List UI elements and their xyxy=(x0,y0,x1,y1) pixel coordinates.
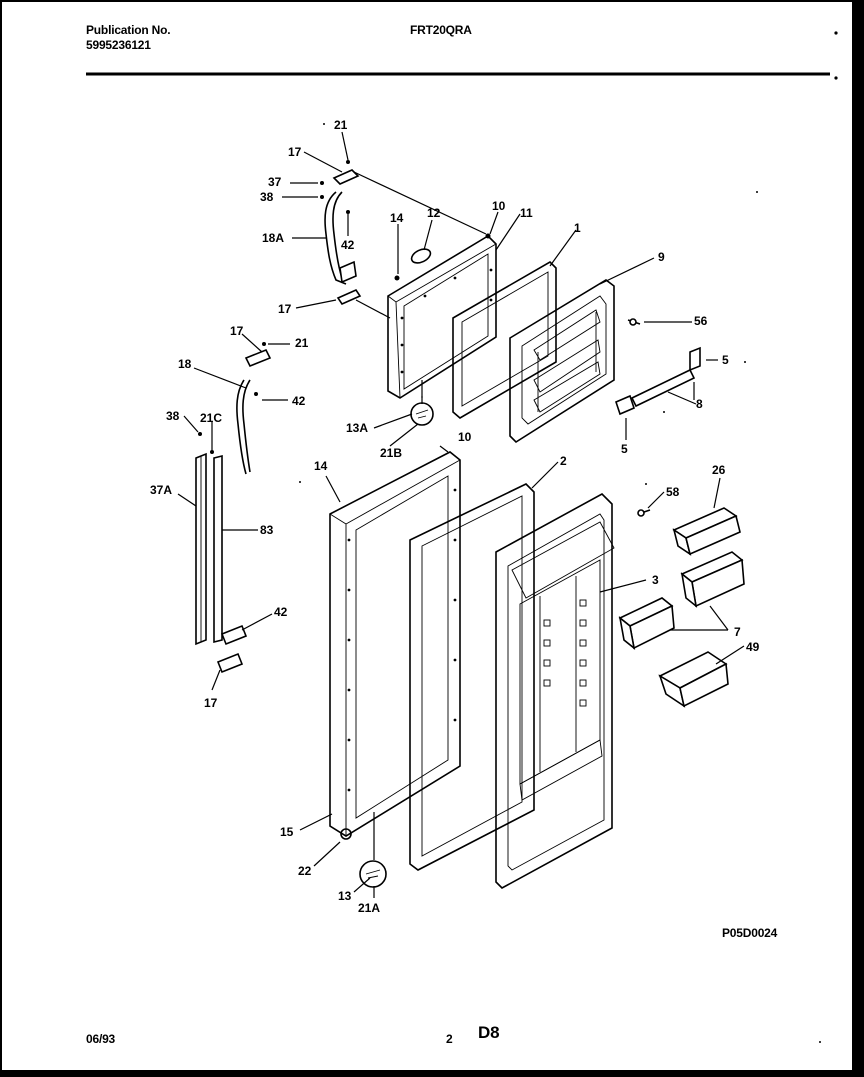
lower-hinge-18 xyxy=(236,342,272,475)
callout-42: 42 xyxy=(274,605,288,619)
callout-17: 17 xyxy=(204,696,218,710)
cam-detail xyxy=(365,869,381,879)
screw-head xyxy=(637,509,645,517)
callout-2: 2 xyxy=(560,454,567,468)
print-specks xyxy=(299,123,821,1043)
callout-21C: 21C xyxy=(200,411,222,425)
upper-hinge-18A xyxy=(320,160,362,306)
callout-9: 9 xyxy=(658,250,665,264)
callout-56: 56 xyxy=(694,314,708,328)
screw-head xyxy=(629,318,637,326)
footer-page-number: 2 xyxy=(446,1032,453,1046)
callout-21: 21 xyxy=(334,118,348,132)
model-number: FRT20QRA xyxy=(410,23,472,37)
part-14-screw xyxy=(394,275,400,281)
fresh-food-door-liner xyxy=(495,493,615,889)
callout-37A: 37A xyxy=(150,483,172,497)
callout-17: 17 xyxy=(288,145,302,159)
part-83-bar xyxy=(198,432,223,644)
bottom-hinge xyxy=(216,624,248,674)
callout-3: 3 xyxy=(652,573,659,587)
callout-10: 10 xyxy=(492,199,506,213)
part-12-plug xyxy=(410,248,432,264)
callout-13A: 13A xyxy=(346,421,368,435)
part-22-bushing xyxy=(340,828,352,840)
callout-17: 17 xyxy=(230,324,244,338)
callout-21: 21 xyxy=(295,336,309,350)
callout-22: 22 xyxy=(298,864,312,878)
publication-number: 5995236121 xyxy=(86,38,151,52)
callout-42: 42 xyxy=(292,394,306,408)
margin-mark xyxy=(834,76,838,80)
callout-12: 12 xyxy=(427,206,441,220)
callout-10: 10 xyxy=(458,430,472,444)
fresh-food-door-gasket xyxy=(409,483,535,871)
freezer-door-liner xyxy=(509,279,615,444)
callout-26: 26 xyxy=(712,463,726,477)
callout-15: 15 xyxy=(280,825,294,839)
margin-mark xyxy=(834,31,838,35)
cam-detail xyxy=(415,409,429,419)
footer-section: D8 xyxy=(478,1023,500,1042)
callout-labels: 21 17 37 38 18A 42 17 14 12 10 11 1 9 56… xyxy=(150,118,760,915)
callout-21A: 21A xyxy=(358,901,380,915)
freezer-door-outer-panel xyxy=(387,234,497,399)
callout-1: 1 xyxy=(574,221,581,235)
drawing-code: P05D0024 xyxy=(722,926,778,940)
publication-label: Publication No. xyxy=(86,23,171,37)
callout-42: 42 xyxy=(341,238,355,252)
part-8-shelf-rail xyxy=(615,346,701,416)
part-7-bin-upper xyxy=(680,551,745,608)
callout-38: 38 xyxy=(260,190,274,204)
callout-7: 7 xyxy=(734,625,741,639)
part-10-plug xyxy=(485,233,491,239)
callout-13: 13 xyxy=(338,889,352,903)
callout-5: 5 xyxy=(621,442,628,456)
callout-5: 5 xyxy=(722,353,729,367)
callout-83: 83 xyxy=(260,523,274,537)
part-13A-cam xyxy=(410,402,434,426)
part-37A-trim-strip xyxy=(195,452,207,646)
callout-49: 49 xyxy=(746,640,760,654)
callout-14: 14 xyxy=(390,211,404,225)
callout-18A: 18A xyxy=(262,231,284,245)
callout-58: 58 xyxy=(666,485,680,499)
callout-11: 11 xyxy=(520,206,533,220)
part-26-dairy-bin xyxy=(672,507,741,556)
freezer-door-gasket xyxy=(452,261,557,419)
callout-18: 18 xyxy=(178,357,192,371)
callout-37: 37 xyxy=(268,175,282,189)
callout-38: 38 xyxy=(166,409,180,423)
callout-8: 8 xyxy=(696,397,703,411)
callout-14: 14 xyxy=(314,459,328,473)
fresh-food-door-outer-panel xyxy=(329,451,461,837)
leader-lines xyxy=(177,131,745,898)
part-49-door-bin xyxy=(658,651,729,708)
callout-17: 17 xyxy=(278,302,292,316)
part-13-cam xyxy=(359,860,387,888)
callout-21B: 21B xyxy=(380,446,402,460)
part-7-bin-lower xyxy=(618,597,675,650)
footer-date: 06/93 xyxy=(86,1032,116,1046)
